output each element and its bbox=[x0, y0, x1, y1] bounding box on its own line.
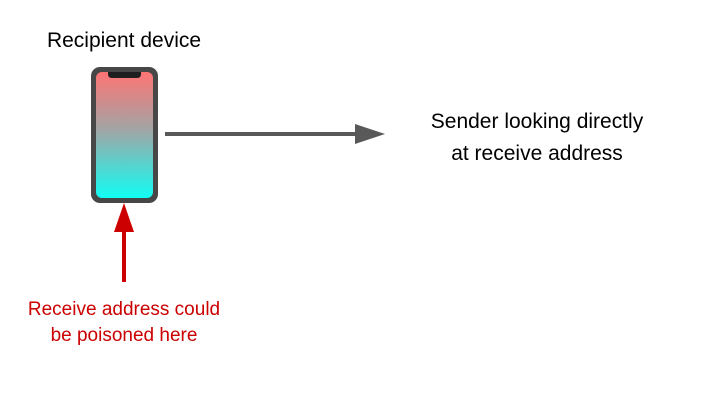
sender-label-line1: Sender looking directly bbox=[430, 110, 644, 133]
recipient-device-label: Recipient device bbox=[46, 29, 202, 52]
sender-label: Sender looking directly at receive addre… bbox=[392, 106, 682, 170]
poison-label-line2: be poisoned here bbox=[50, 325, 198, 346]
smartphone-icon bbox=[91, 67, 158, 203]
arrow-poison bbox=[114, 203, 134, 282]
poison-label-line1: Receive address could bbox=[27, 299, 221, 320]
poison-label: Receive address could be poisoned here bbox=[0, 297, 254, 349]
arrow-to-sender bbox=[165, 124, 385, 144]
sender-label-line2: at receive address bbox=[451, 142, 623, 165]
